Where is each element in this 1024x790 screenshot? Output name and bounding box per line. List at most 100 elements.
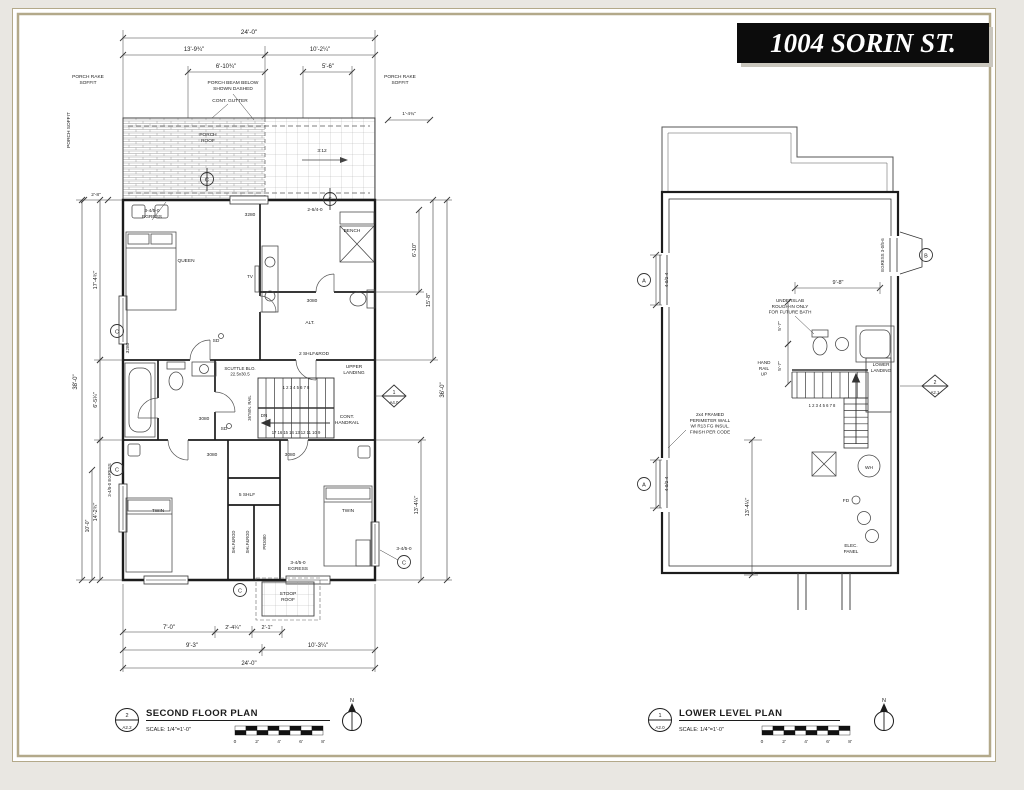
plan-label: 2'-1" xyxy=(262,625,273,631)
plan-scale-note: SCALE: 1/4"=1'-0" xyxy=(679,727,724,733)
scale-bar-tick: 0 xyxy=(761,739,764,745)
smoke-detector xyxy=(226,423,232,429)
plan-label: ALT. xyxy=(305,320,314,326)
plan-label: EGRESS 3-0/5-6 xyxy=(880,238,885,272)
second-floor-titleblock: 2 A2.2 SECOND FLOOR PLAN SCALE: 1/4"=1'-… xyxy=(115,698,362,745)
toilet xyxy=(168,371,184,391)
water-heater xyxy=(857,454,881,478)
plan-label: 13'-9¾" xyxy=(184,47,204,53)
plan-label: 3280 xyxy=(125,342,131,353)
second-floor-labels: 24'-0"13'-9¾"10'-2¼"6'-10¾"5'-6"PORCH RA… xyxy=(66,29,446,667)
plan-label: 10'-3¼" xyxy=(308,643,328,649)
plan-label: 3-4/5-0 EGRESS xyxy=(107,463,112,497)
smoke-detector xyxy=(218,333,224,339)
address-banner: 1004 SORIN ST. xyxy=(737,23,993,67)
address-banner-text: 1004 SORIN ST. xyxy=(770,28,956,58)
scale-bar-tick: 0 xyxy=(234,739,237,745)
plan-label: WH xyxy=(865,465,874,471)
floor-drain xyxy=(851,495,861,505)
queen-bed xyxy=(125,231,177,311)
plan-label: A4.0 xyxy=(389,400,399,405)
plan-label: SHLF&ROD xyxy=(231,531,236,554)
lower-level-windows xyxy=(656,231,923,512)
plan-label: 36'-0" xyxy=(440,382,446,397)
plan-label: 15'-8" xyxy=(426,293,432,307)
plan-label: F xyxy=(328,198,332,204)
plan-label: DN xyxy=(261,413,268,418)
plan-label: C xyxy=(402,561,406,567)
plan-label: 3080 xyxy=(285,452,296,458)
floor-above-outline xyxy=(661,126,894,192)
second-floor-extension-lines xyxy=(76,30,452,672)
scale-bar-tick: 4' xyxy=(804,739,808,745)
plan-label: 2 SHLF&ROD xyxy=(299,351,330,357)
north-label: N xyxy=(882,698,886,704)
chair xyxy=(131,204,146,219)
stoop-roof xyxy=(255,577,321,621)
lower-level-dimensions xyxy=(652,251,884,579)
plan-label: 13'-4¼" xyxy=(745,498,751,517)
chair xyxy=(127,443,141,457)
plan-label: 3080 xyxy=(207,452,218,458)
frame-inner xyxy=(16,12,992,758)
plan-title: SECOND FLOOR PLAN xyxy=(146,708,258,719)
plan-label: 2'-8" xyxy=(91,192,101,198)
plan-label: 7'-0" xyxy=(163,625,175,631)
plan-label: SD xyxy=(221,426,228,432)
north-label: N xyxy=(350,698,354,704)
windows xyxy=(118,195,380,585)
future-toilet xyxy=(812,336,828,356)
lower-level-fixtures xyxy=(797,325,895,610)
door-swings xyxy=(137,273,335,461)
north-arrow: N xyxy=(874,698,894,731)
equipment-circle xyxy=(865,529,879,543)
plan-label: 5'-6" xyxy=(322,64,334,70)
plan-label: 9'-8" xyxy=(833,280,844,286)
scale-bar-tick: 2' xyxy=(255,739,259,745)
egress-window-well xyxy=(899,231,923,275)
plan-label: TWIN xyxy=(152,508,165,514)
plan-label: 6'-5¼" xyxy=(93,392,99,408)
chair xyxy=(357,445,371,459)
frame-outer xyxy=(12,8,996,762)
stair-up-arrow xyxy=(851,372,861,383)
shower-bench xyxy=(339,211,375,225)
plan-label: 6'-10¾" xyxy=(216,64,236,70)
plan-label: TV xyxy=(247,274,253,279)
plan-label: SCUTTLE BLO.22.5x30.5 xyxy=(224,366,255,377)
twin-bed xyxy=(323,485,373,567)
plan-label: 2-6/4-0 xyxy=(307,207,323,213)
plan-label: 3280 xyxy=(245,212,256,218)
plan-label: C xyxy=(115,468,119,474)
plan-label: 10'-2¼" xyxy=(310,47,330,53)
plan-label: PORCH SOFFIT xyxy=(66,112,72,148)
vanity xyxy=(191,361,217,377)
lower-level-extension-lines xyxy=(650,254,922,576)
plan-label: 14'-2¾" xyxy=(93,503,99,522)
plan-label: B xyxy=(924,254,928,260)
second-floor-stair xyxy=(257,377,335,439)
furnace xyxy=(811,451,837,477)
slope-arrow xyxy=(340,157,348,163)
plan-label: 6'-10" xyxy=(412,243,418,257)
plan-label: 5'-7" xyxy=(777,361,783,371)
toilet-tank xyxy=(166,361,186,370)
tv xyxy=(254,265,260,293)
scale-bar-tick: 6' xyxy=(826,739,830,745)
plan-label: ELEC.PANEL xyxy=(844,543,859,554)
plan-label: C xyxy=(238,589,242,595)
plan-label: C xyxy=(115,330,119,336)
plan-label: 38'-0" xyxy=(73,374,79,389)
plan-label: PR3080 xyxy=(262,534,267,550)
equipment-circle xyxy=(857,511,871,525)
second-floor-plan-drawing: 24'-0"13'-9¾"10'-2¼"6'-10¾"5'-6"PORCH RA… xyxy=(66,29,452,672)
plan-label: 1 2 3 4 5 6 7 8 xyxy=(809,403,836,408)
plan-label: 13'-4¼" xyxy=(414,496,420,515)
plan-label: 2'-4¼" xyxy=(225,625,241,631)
